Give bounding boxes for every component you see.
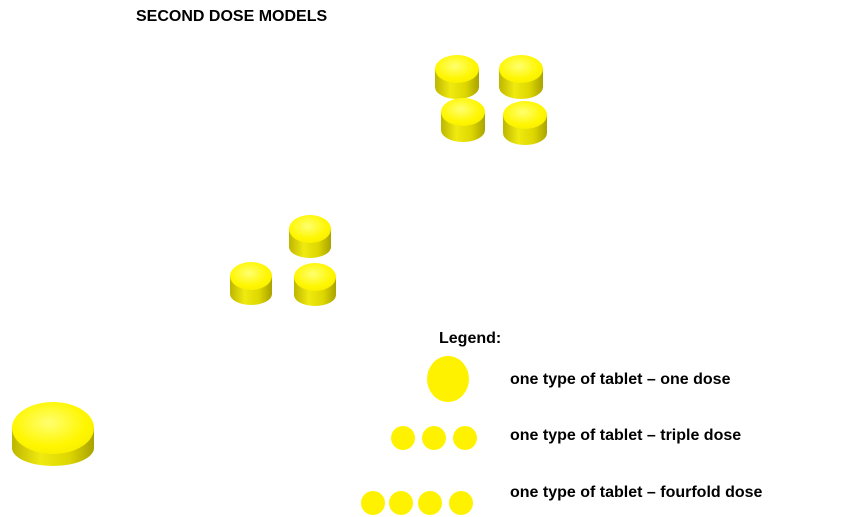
legend-label-fourfold-dose: one type of tablet – fourfold dose [510, 484, 763, 501]
tablet [294, 263, 336, 306]
tablet [435, 55, 479, 99]
legend-title: Legend: [439, 330, 502, 347]
legend-symbol-fourfold-dose [361, 491, 473, 515]
tablet [499, 55, 543, 99]
tablet [503, 101, 547, 145]
diagram-title: SECOND DOSE MODELS [136, 8, 328, 25]
tablet-group-triple [230, 215, 336, 306]
tablet-group-fourfold [435, 55, 547, 145]
tablet [230, 262, 272, 305]
tablet [441, 98, 485, 142]
legend-symbol-triple-dose [391, 426, 477, 450]
tablet [289, 215, 331, 258]
legend-label-one-dose: one type of tablet – one dose [510, 371, 731, 388]
legend-symbol-one-dose [427, 356, 469, 402]
legend-label-triple-dose: one type of tablet – triple dose [510, 427, 742, 444]
tablet-single [12, 402, 94, 466]
